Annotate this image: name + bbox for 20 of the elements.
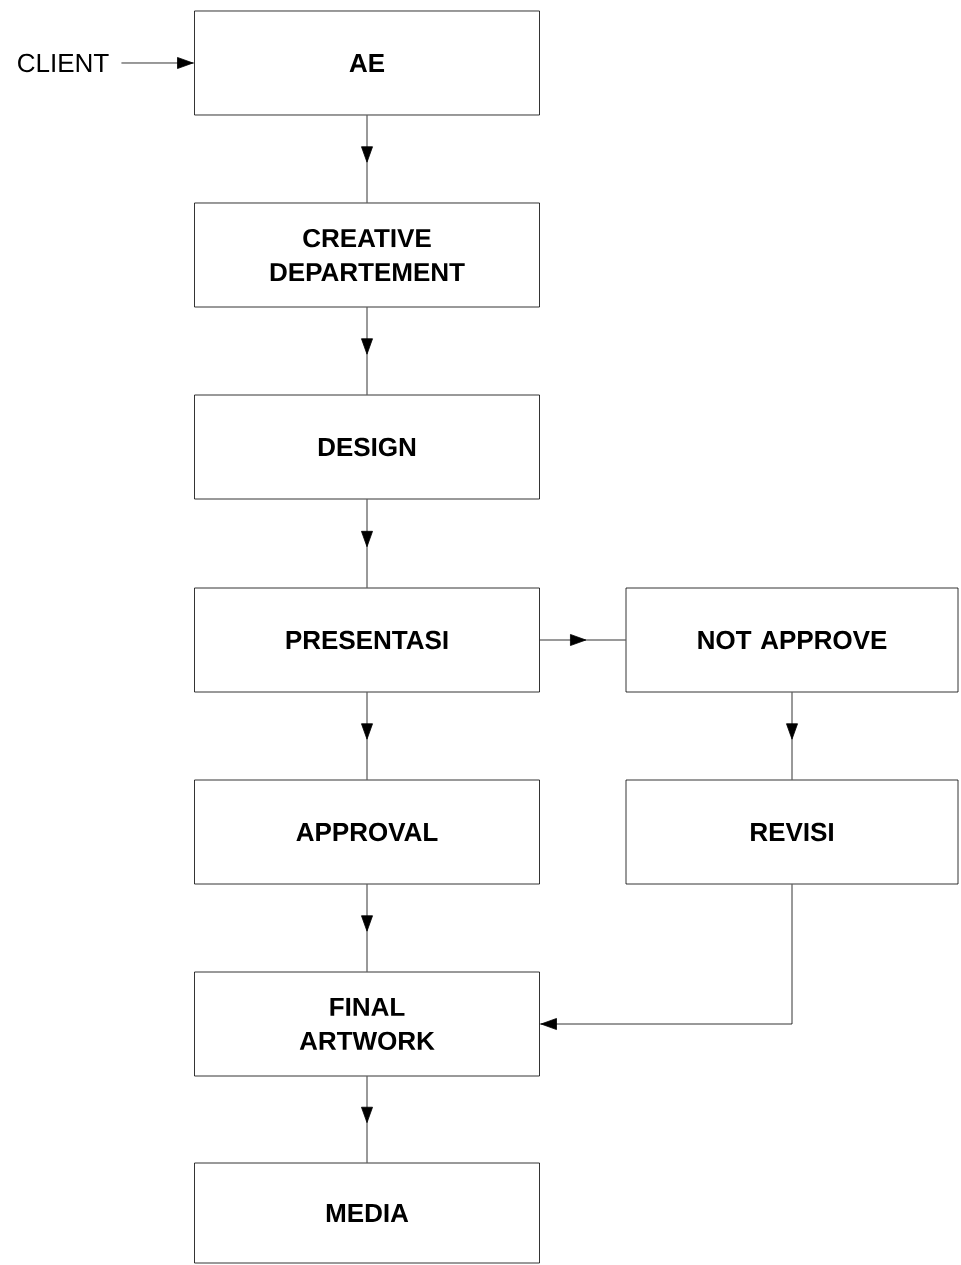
arrow [539,884,793,1030]
source-label: CLIENT [18,53,109,73]
arrow [361,1076,373,1163]
arrow [539,634,626,646]
arrow [361,499,373,588]
process-box: PRESENTASI [194,587,540,693]
arrow [121,57,195,69]
process-box: NOT APPROVE [625,587,959,693]
process-box: MEDIA [194,1162,540,1264]
arrow [786,692,798,780]
process-box: FINAL ARTWORK [194,971,540,1077]
process-box: REVISI [625,779,959,885]
process-box: CREATIVE DEPARTEMENT [194,202,540,308]
arrow [361,115,373,203]
process-box: APPROVAL [194,779,540,885]
arrow [361,692,373,780]
arrow [361,307,373,395]
arrow [361,884,373,972]
process-box: DESIGN [194,394,540,500]
process-box: AE [194,10,540,116]
